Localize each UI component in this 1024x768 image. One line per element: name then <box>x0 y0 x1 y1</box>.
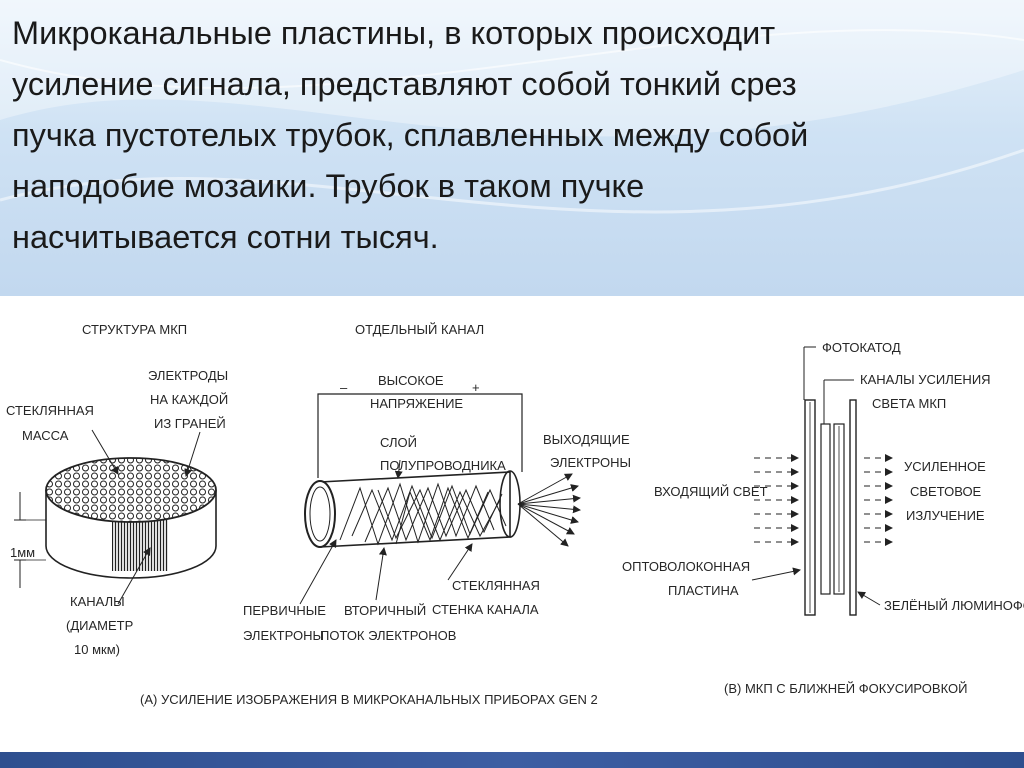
caption-b: (В) МКП С БЛИЖНЕЙ ФОКУСИРОВКОЙ <box>724 681 967 696</box>
label-electrodes-3: ИЗ ГРАНЕЙ <box>154 416 226 431</box>
header-wave-decoration <box>0 0 1024 214</box>
label-plus: + <box>472 380 480 395</box>
proximity-mcp-group <box>751 346 893 616</box>
label-channel-title: ОТДЕЛЬНЫЙ КАНАЛ <box>355 322 484 337</box>
mcp-diagram: СТРУКТУРА МКП СТЕКЛЯННАЯ МАССА ЭЛЕКТРОДЫ… <box>6 322 1024 707</box>
label-output-electrons-1: ВЫХОДЯЩИЕ <box>543 432 630 447</box>
label-high-voltage-1: ВЫСОКОЕ <box>378 373 444 388</box>
body-line-2: усиление сигнала, представляют собой тон… <box>12 66 797 102</box>
label-channels-3: 10 мкм) <box>74 642 120 657</box>
label-electrodes-2: НА КАЖДОЙ <box>150 392 228 407</box>
label-output-electrons-2: ЭЛЕКТРОНЫ <box>550 455 631 470</box>
label-incoming-light: ВХОДЯЩИЙ СВЕТ <box>654 484 768 499</box>
label-thickness: 1мм <box>10 545 35 560</box>
label-amp-channels-1: КАНАЛЫ УСИЛЕНИЯ <box>860 372 991 387</box>
label-primary-electrons-1: ПЕРВИЧНЫЕ <box>243 603 326 618</box>
label-high-voltage-2: НАПРЯЖЕНИЕ <box>370 396 463 411</box>
label-glass-wall-2: СТЕНКА КАНАЛА <box>432 602 539 617</box>
label-amp-channels-2: СВЕТА МКП <box>872 396 946 411</box>
label-electrodes-1: ЭЛЕКТРОДЫ <box>148 368 228 383</box>
label-glass-mass-1: СТЕКЛЯННАЯ <box>6 403 94 418</box>
single-channel-group <box>299 393 581 605</box>
body-line-1: Микроканальные пластины, в которых проис… <box>12 15 776 51</box>
label-semiconductor-1: СЛОЙ <box>380 435 417 450</box>
label-minus: – <box>340 380 348 395</box>
label-glass-mass-2: МАССА <box>22 428 69 443</box>
label-channels-1: КАНАЛЫ <box>70 594 125 609</box>
label-green-phosphor: ЗЕЛЁНЫЙ ЛЮМИНОФОР <box>884 598 1024 613</box>
caption-a: (А) УСИЛЕНИЕ ИЗОБРАЖЕНИЯ В МИКРОКАНАЛЬНЫ… <box>140 692 598 707</box>
label-amplified-2: СВЕТОВОЕ <box>910 484 982 499</box>
label-channels-2: (ДИАМЕТР <box>66 618 133 633</box>
label-amplified-3: ИЗЛУЧЕНИЕ <box>906 508 985 523</box>
footer-bar <box>0 752 1024 768</box>
body-line-5: насчитывается сотни тысяч. <box>12 219 439 255</box>
label-photocathode: ФОТОКАТОД <box>822 340 901 355</box>
slide-header: Микроканальные пластины, в которых проис… <box>0 0 1024 296</box>
body-line-4: наподобие мозаики. Трубок в таком пучке <box>12 168 645 204</box>
slide-body-text: Микроканальные пластины, в которых проис… <box>12 8 1012 263</box>
mcp-figure: СТРУКТУРА МКП СТЕКЛЯННАЯ МАССА ЭЛЕКТРОДЫ… <box>0 296 1024 752</box>
label-fiber-plate-2: ПЛАСТИНА <box>668 583 739 598</box>
label-secondary-flow-1: ВТОРИЧНЫЙ <box>344 603 426 618</box>
label-fiber-plate-1: ОПТОВОЛОКОННАЯ <box>622 559 750 574</box>
label-secondary-flow-2: ПОТОК ЭЛЕКТРОНОВ <box>320 628 456 643</box>
label-primary-electrons-2: ЭЛЕКТРОНЫ <box>243 628 324 643</box>
label-structure-title: СТРУКТУРА МКП <box>82 322 187 337</box>
label-amplified-1: УСИЛЕННОЕ <box>904 459 986 474</box>
label-semiconductor-2: ПОЛУПРОВОДНИКА <box>380 458 506 473</box>
body-line-3: пучка пустотелых трубок, сплавленных меж… <box>12 117 809 153</box>
label-glass-wall-1: СТЕКЛЯННАЯ <box>452 578 540 593</box>
mcp-structure-group <box>14 429 217 605</box>
